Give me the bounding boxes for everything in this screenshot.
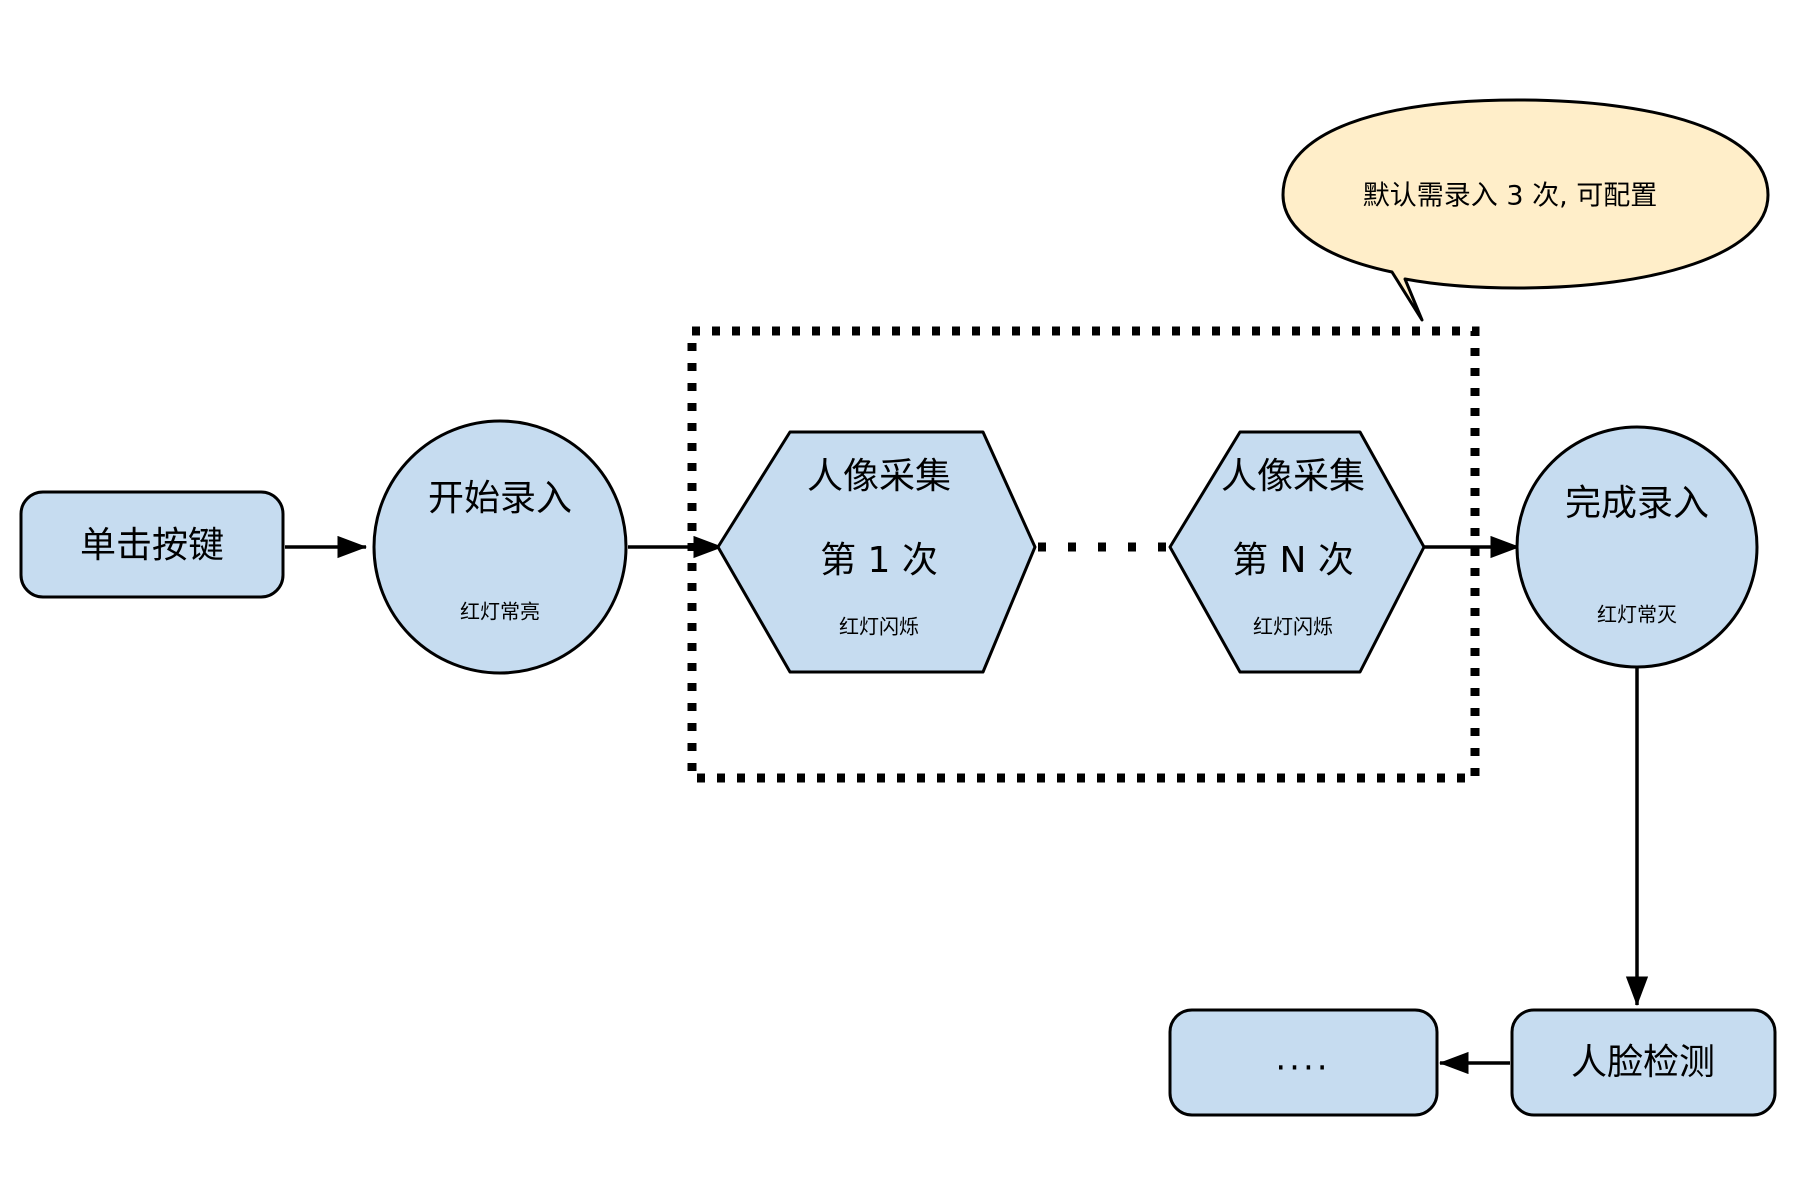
capture-loop-group-border [687, 326, 1480, 783]
node-face-detect-shape[interactable] [1510, 1008, 1777, 1117]
node-start-enroll-label: 开始录入 [428, 478, 572, 519]
node-finish-enroll-sublabel: 红灯常灭 [1597, 603, 1677, 627]
node-more-steps-label: .... [1275, 1039, 1330, 1079]
node-click-button-label: 单击按键 [80, 525, 224, 566]
node-finish-enroll-shape[interactable] [1515, 425, 1759, 669]
node-capture-nth-label-line1: 人像采集 [1221, 456, 1365, 497]
node-start-enroll-sublabel: 红灯常亮 [460, 600, 540, 624]
node-face-detect-label: 人脸检测 [1571, 1042, 1715, 1083]
node-more-steps-shape[interactable] [1168, 1008, 1439, 1117]
node-capture-nth-label-line2: 第 N 次 [1232, 540, 1354, 581]
node-start-enroll-shape[interactable] [372, 419, 628, 675]
node-capture-first-label-line1: 人像采集 [807, 456, 951, 497]
node-finish-enroll-label: 完成录入 [1565, 483, 1709, 524]
node-capture-first-shape[interactable] [716, 430, 1037, 674]
callout-bubble-shape[interactable] [1281, 98, 1770, 322]
node-capture-nth-sublabel: 红灯闪烁 [1253, 615, 1333, 639]
node-capture-first-label-line2: 第 1 次 [820, 540, 938, 581]
node-click-button-shape[interactable] [19, 490, 285, 599]
callout-label: 默认需录入 3 次, 可配置 [1363, 181, 1658, 212]
node-capture-first-sublabel: 红灯闪烁 [839, 615, 919, 639]
